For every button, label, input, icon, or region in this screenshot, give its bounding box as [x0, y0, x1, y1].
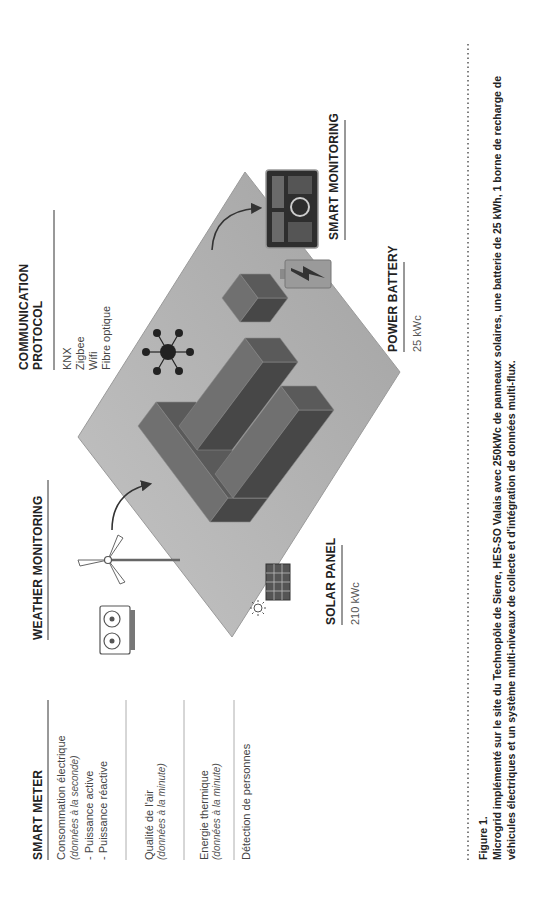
- ground-plane: [78, 172, 400, 637]
- section-heading: SMART METER: [31, 690, 45, 860]
- section-heading: SMART MONITORING: [327, 90, 341, 240]
- section-heading: SOLAR PANEL: [324, 515, 338, 625]
- network-node: [153, 367, 161, 375]
- sampling-note: (données à la seconde): [69, 680, 81, 860]
- network-hub: [160, 344, 176, 360]
- network-node: [153, 329, 161, 337]
- screen-gauge: [291, 198, 309, 216]
- fan-symbol: [104, 611, 120, 627]
- building-wall: [281, 386, 334, 410]
- fan-symbol: [104, 633, 120, 649]
- lightning-symbol: [291, 266, 325, 281]
- screen-widget: [272, 176, 284, 208]
- heading-rule: [48, 700, 49, 860]
- measurement-label: Qualité de l'air: [143, 680, 156, 860]
- turbine-blade: [108, 560, 125, 584]
- heading-rule: [342, 545, 343, 625]
- turbine-hub: [105, 557, 112, 564]
- network-node: [175, 329, 183, 337]
- heading-rule: [345, 120, 346, 240]
- screen-widget: [272, 212, 284, 242]
- caption-rule: [467, 44, 469, 860]
- section-heading: WEATHER MONITORING: [31, 470, 45, 640]
- section-heading: COMMUNICATION PROTOCOL: [17, 255, 45, 370]
- section-heading: POWER BATTERY: [386, 232, 400, 352]
- turbine-blade: [108, 535, 123, 560]
- measurement-label: - Puissance active: [83, 680, 96, 860]
- network-node: [175, 367, 183, 375]
- sun-rays: [250, 600, 266, 616]
- figure-number: Figure 1.: [476, 660, 490, 860]
- turbine-mast: [108, 559, 180, 562]
- hvac-base: [130, 610, 135, 650]
- protocol-name: Zigbee: [74, 250, 87, 370]
- heading-rule: [48, 480, 49, 640]
- sampling-note: (données à la minute): [156, 680, 168, 860]
- measurement-label: Consommation électrique: [55, 680, 68, 860]
- list-separator: [126, 700, 127, 860]
- list-separator: [234, 700, 235, 860]
- solar-panel-symbol: [266, 564, 290, 600]
- network-node: [186, 348, 194, 356]
- battery-symbol: [285, 260, 331, 288]
- sun-symbol: [254, 604, 262, 612]
- hvac-unit: [100, 606, 130, 654]
- protocol-name: Fibre optique: [100, 250, 113, 370]
- figure-caption: Microgrid implémenté sur le site du Tech…: [490, 55, 518, 860]
- solar-cell-grid: [266, 564, 290, 600]
- capacity-value: 210 kWc: [349, 525, 362, 625]
- sampling-note: (données à la minute): [211, 680, 223, 860]
- capacity-value: 25 kWc: [411, 252, 424, 352]
- building-wall: [240, 298, 288, 322]
- network-node: [142, 348, 150, 356]
- heading-rule: [54, 210, 55, 370]
- battery-terminal: [280, 269, 285, 279]
- measurement-label: Détection de personnes: [240, 680, 253, 860]
- turbine-blade: [78, 560, 108, 566]
- heading-rule: [404, 262, 405, 352]
- flow-arrow: [112, 484, 150, 530]
- flow-arrow: [212, 208, 260, 250]
- protocol-name: KNX: [61, 250, 74, 370]
- measurement-label: Energie thermique: [198, 680, 211, 860]
- list-separator: [184, 700, 185, 860]
- monitoring-screen: [266, 170, 318, 248]
- fan-hub: [110, 617, 115, 622]
- building-wall: [245, 338, 298, 362]
- building-wall: [233, 410, 334, 498]
- building-wall: [210, 498, 268, 522]
- protocol-name: Wifi: [87, 250, 100, 370]
- screen-widget: [288, 222, 312, 242]
- measurement-label: - Puissance réactive: [97, 680, 110, 860]
- fan-hub: [110, 639, 115, 644]
- screen-widget: [288, 176, 312, 194]
